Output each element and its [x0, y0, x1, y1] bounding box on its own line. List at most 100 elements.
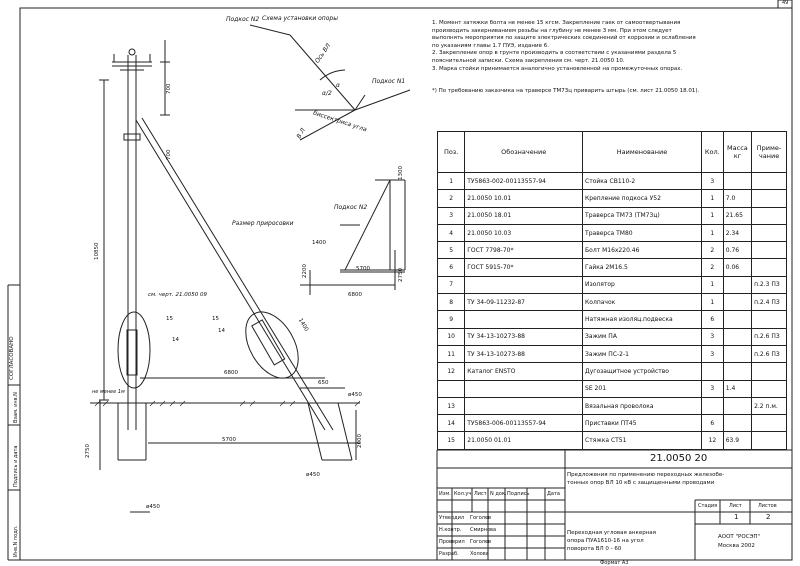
- cell: 7: [436, 275, 466, 295]
- cell: [751, 431, 787, 450]
- cell: [751, 223, 787, 243]
- dim-2750b: 2750: [85, 444, 91, 458]
- note-line: выполнять мероприятия по защите электрич…: [432, 35, 696, 42]
- sig-role: Утвердил: [439, 515, 465, 521]
- label-podkos-n1: Подкос N1: [372, 78, 406, 85]
- cell: 1: [700, 223, 724, 243]
- listov-label: Листов: [758, 503, 777, 509]
- org-name: АООТ "РОСЭП": [718, 534, 761, 540]
- cell: [751, 379, 787, 398]
- th-primechanie: Приме-чание: [751, 131, 787, 173]
- sig-name: Гоголев: [470, 515, 492, 521]
- cell: Дугозащитное устройство: [582, 362, 702, 381]
- cell: 1: [700, 293, 724, 312]
- cell: 12: [700, 431, 724, 450]
- cell: [464, 396, 584, 416]
- dim-2200: 2200: [302, 264, 308, 278]
- cell: 2: [700, 258, 724, 277]
- table-header-row: Поз. Обозначение Наименование Кол. Масса…: [436, 131, 787, 173]
- cell: п.2.4 ПЗ: [751, 293, 787, 312]
- cell: [751, 258, 787, 277]
- cell: 21.0050 10.03: [464, 223, 584, 243]
- cell: 7.0: [722, 189, 753, 208]
- dim-2750a: 2750: [398, 268, 404, 282]
- cell: Траверса ТМ80: [582, 223, 702, 243]
- list-label: Лист: [729, 503, 742, 509]
- listov-value: 2: [766, 513, 771, 521]
- cell: 11: [436, 344, 466, 364]
- cell: 0.06: [722, 258, 753, 277]
- cell: 1: [700, 189, 724, 208]
- col-list: Лист: [474, 491, 487, 497]
- num-15b: 15: [212, 316, 219, 322]
- cell: [722, 293, 753, 312]
- label-angle: α: [336, 82, 340, 89]
- dim-1400: 1400: [312, 240, 326, 246]
- cell: Зажим ПС-2-1: [582, 344, 702, 364]
- cell: Крепление подкоса У52: [582, 189, 702, 208]
- cell: 12: [436, 362, 466, 381]
- cell: ТУ 34-09-11232-87: [464, 293, 584, 312]
- cell: 6: [436, 258, 466, 277]
- cell: 3: [436, 206, 466, 225]
- cell: Траверса ТМ73 (ТМ73ц): [582, 206, 702, 225]
- notes: 1. Момент затяжки болта не менее 15 кгсм…: [432, 20, 696, 73]
- side-podp-data: Подпись и дата: [13, 445, 19, 487]
- sig-role: Разраб.: [439, 551, 459, 557]
- cell: Гайка 2М16.5: [582, 258, 702, 277]
- cell: 21.0050 10.01: [464, 189, 584, 208]
- label-podkos-n2-mid: Подкос N2: [334, 204, 368, 211]
- th-oboznachenie: Обозначение: [464, 131, 584, 173]
- note-line: производить закерниванием резьбы на глуб…: [432, 27, 672, 34]
- dim-6800a: 6800: [348, 292, 362, 298]
- cell: 63.9: [722, 431, 753, 450]
- cell: [751, 189, 787, 208]
- cell: Стойка СВ110-2: [582, 171, 702, 191]
- label-ne-menee: не менее 1м: [92, 389, 125, 395]
- sig-name: Смирнова: [470, 527, 497, 533]
- cell: [751, 171, 787, 191]
- dim-450c: ø450: [146, 504, 160, 510]
- dim-450a: ø450: [348, 392, 362, 398]
- cell: [751, 310, 787, 329]
- cell: 5: [436, 241, 466, 260]
- num-15a: 15: [166, 316, 173, 322]
- label-razmer: Размер приросовки: [232, 220, 294, 227]
- sig-role: Н.контр.: [439, 527, 462, 533]
- cell: 15: [436, 431, 466, 450]
- note-line: 1. Момент затяжки болта не менее 15 кгсм…: [432, 20, 681, 26]
- cell: [436, 379, 466, 398]
- dim-450b: ø450: [306, 472, 320, 478]
- col-izm: Изм.: [439, 491, 451, 497]
- note-line: по указаниям главы 1.7 ПУЭ, издание 6.: [432, 42, 549, 49]
- cell: Натяжная изоляц.подвеска: [582, 310, 702, 329]
- cell: п.2.6 ПЗ: [751, 327, 787, 346]
- cell: 14: [436, 414, 466, 433]
- dim-700a: 700: [166, 83, 172, 95]
- note-line: пояснительной записки. Схема закрепления…: [432, 57, 625, 64]
- cell: SE 201: [582, 379, 702, 398]
- project-title-1: Предложения по применению переходных жел…: [567, 472, 725, 478]
- cell: 9: [436, 310, 466, 329]
- project-title-2: тонных опор ВЛ 10 кВ с защищенными прово…: [567, 480, 715, 486]
- cell: 2.34: [722, 223, 753, 243]
- cell: 1: [700, 275, 724, 295]
- scheme-title: Схема установки опоры: [262, 15, 338, 22]
- side-inv-podl: Инв.N подл.: [13, 525, 19, 557]
- num-14b: 14: [218, 328, 225, 334]
- col-koluch: Кол.уч: [454, 491, 472, 497]
- cell: Зажим ПА: [582, 327, 702, 346]
- cell: 2: [436, 189, 466, 208]
- cell: 21.0050 01.01: [464, 431, 584, 450]
- cell: Приставки ПТ45: [582, 414, 702, 433]
- th-naimenovanie: Наименование: [582, 131, 702, 173]
- dim-650: 650: [318, 380, 329, 386]
